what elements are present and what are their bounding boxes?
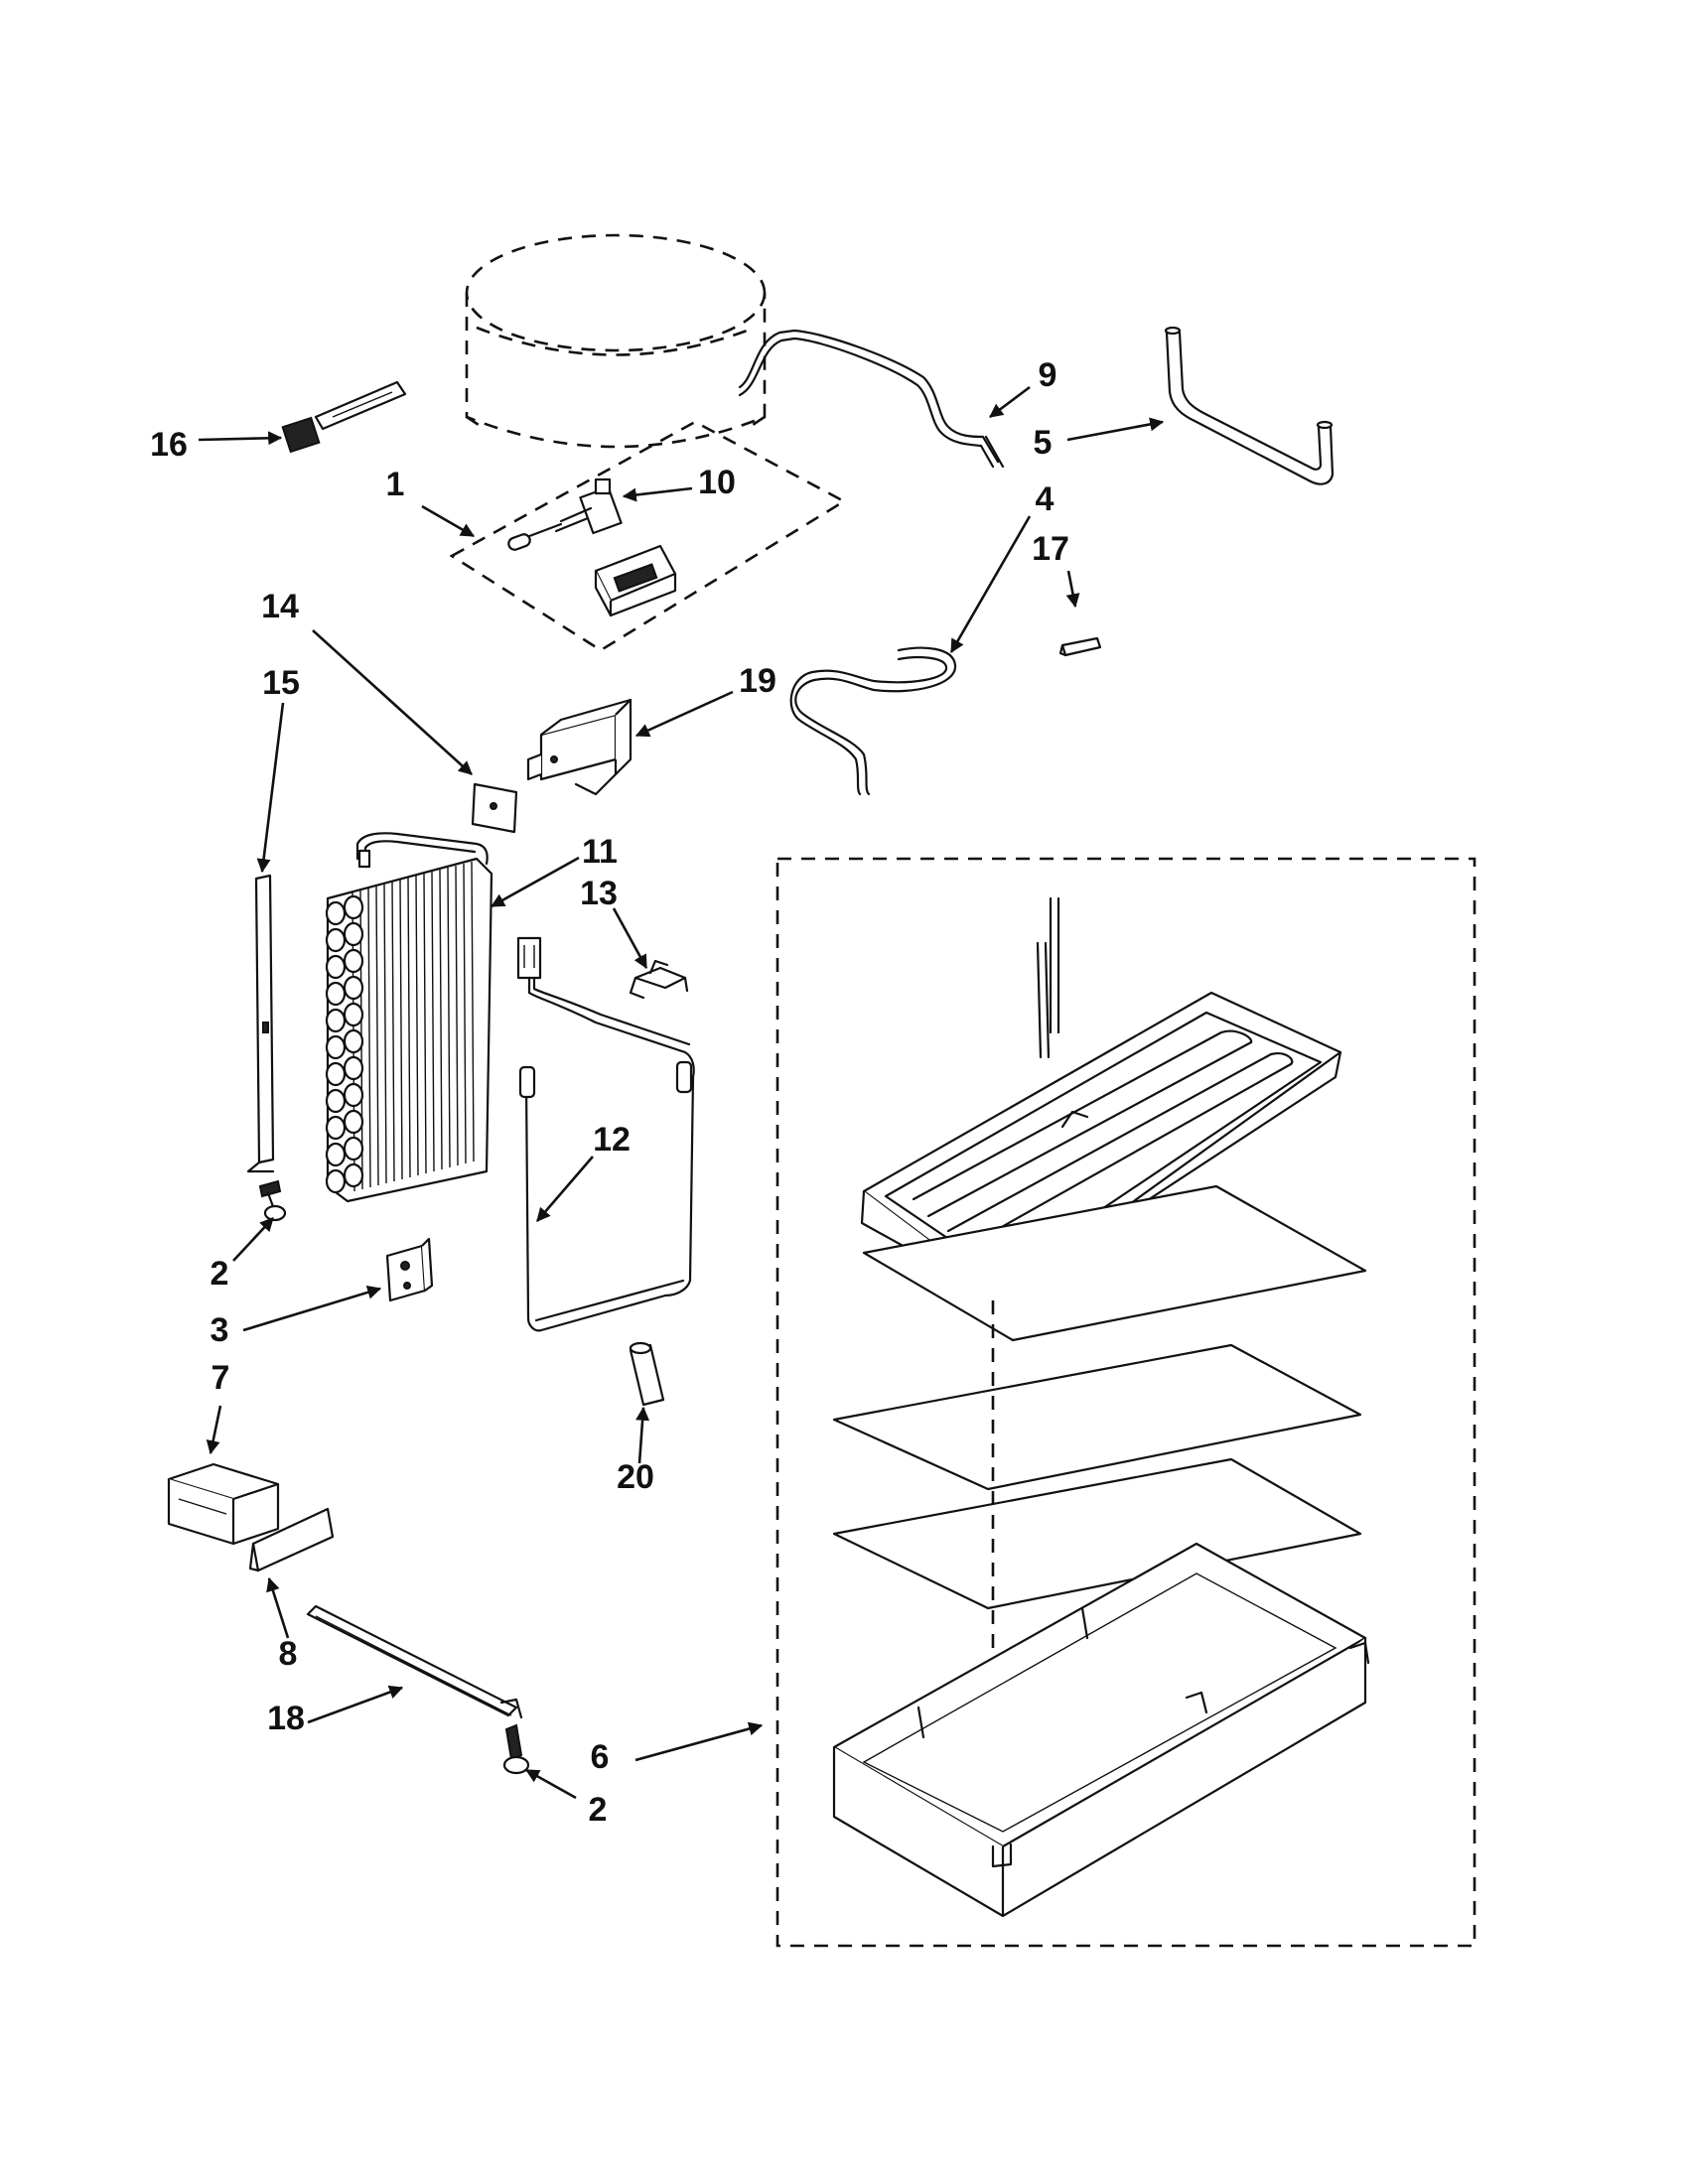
- evaporator-coil-loop: [343, 948, 364, 974]
- callout-4: 4: [1036, 480, 1055, 518]
- callout-16: 16: [150, 426, 188, 464]
- evaporator-coil-loop: [343, 1055, 364, 1081]
- evaporator-coil-loop: [343, 1082, 364, 1108]
- tube-part-4: [789, 646, 957, 796]
- evaporator-coil-loop: [343, 1136, 364, 1161]
- evaporator-fin: [431, 871, 435, 1172]
- callout-20: 20: [617, 1458, 654, 1496]
- evaporator-coil-loop: [343, 921, 364, 947]
- callout-1: 1: [386, 466, 405, 503]
- evaporator-coil-loop: [325, 1142, 347, 1167]
- evaporator-fin: [447, 867, 451, 1168]
- callout-5: 5: [1034, 424, 1053, 462]
- evaporator-coil-loop: [343, 975, 364, 1001]
- evaporator-fin: [415, 875, 419, 1176]
- drain-pan-assembly: [775, 857, 1477, 1948]
- start-components-group: [449, 420, 847, 652]
- evaporator-coil-loop: [343, 1028, 364, 1054]
- callout-14: 14: [261, 588, 299, 625]
- callout-19: 19: [739, 662, 776, 700]
- callout-15: 15: [262, 664, 300, 702]
- evaporator-coil-loop: [343, 1002, 364, 1027]
- tube-part-20: [629, 1341, 665, 1407]
- evaporator-fin: [407, 877, 411, 1178]
- box-part-7: [167, 1462, 280, 1546]
- bracket-part-19: [526, 698, 633, 796]
- evaporator-fin: [455, 865, 459, 1166]
- clip-part-13: [629, 959, 689, 1000]
- callout-9: 9: [1039, 356, 1057, 394]
- evaporator-fin: [463, 863, 467, 1164]
- bracket-part-3: [385, 1237, 434, 1302]
- leader-lines: [198, 385, 1165, 1800]
- screw-part-2-upper: [258, 1179, 287, 1222]
- heater-part-12: [516, 936, 695, 1332]
- evaporator-coil-loop: [325, 1061, 347, 1087]
- evaporator-coil-loop: [343, 1162, 364, 1188]
- evaporator-fin: [471, 861, 475, 1162]
- evaporator-fin: [423, 873, 427, 1174]
- callout-8: 8: [279, 1635, 298, 1673]
- evaporator-coil-loop: [325, 1008, 347, 1033]
- callout-2-upper: 2: [211, 1255, 229, 1293]
- callout-13: 13: [580, 875, 618, 912]
- tube-part-5: [1164, 326, 1335, 485]
- tube-part-9: [738, 329, 1005, 469]
- evaporator-coil-loop: [343, 1109, 364, 1135]
- callout-17: 17: [1032, 530, 1069, 568]
- screw-part-2-lower: [502, 1723, 530, 1775]
- evaporator-coil-loop: [325, 1115, 347, 1141]
- callout-3: 3: [211, 1311, 229, 1349]
- rail-part-18: [306, 1604, 523, 1719]
- callout-10: 10: [698, 464, 736, 501]
- strip-part-15: [246, 874, 275, 1173]
- callout-7: 7: [211, 1359, 230, 1397]
- evaporator-fin: [375, 885, 379, 1186]
- evaporator-fin: [391, 881, 395, 1182]
- evaporator-coil-loop: [343, 894, 364, 920]
- evaporator-coil-loop: [325, 1168, 347, 1194]
- evaporator-coil-loop: [325, 1034, 347, 1060]
- evaporator-fin: [439, 869, 443, 1170]
- plate-part-14: [471, 782, 518, 834]
- evaporator-coil-loop: [325, 1088, 347, 1114]
- evaporator-coil-loop: [325, 981, 347, 1007]
- callout-12: 12: [593, 1121, 631, 1159]
- evaporator-part: [325, 832, 493, 1203]
- clip-part-17: [1058, 636, 1102, 657]
- callout-labels: 16 1 10 9 5 4 17 19 14 15 11 13 12 2 3 2…: [150, 356, 1069, 1829]
- callout-18: 18: [267, 1700, 305, 1737]
- evaporator-coil-loop: [325, 927, 347, 953]
- evaporator-coil-loop: [325, 900, 347, 926]
- cable-tie-part: [281, 380, 407, 454]
- plate-part-8: [248, 1507, 335, 1572]
- compressor-part: [465, 233, 767, 449]
- callout-11: 11: [582, 833, 618, 871]
- evaporator-coil-loop: [325, 954, 347, 980]
- evaporator-fin: [383, 883, 387, 1184]
- callout-2-lower: 2: [589, 1791, 608, 1829]
- evaporator-fin: [367, 887, 371, 1188]
- evaporator-fin: [399, 879, 403, 1180]
- callout-6: 6: [591, 1738, 610, 1776]
